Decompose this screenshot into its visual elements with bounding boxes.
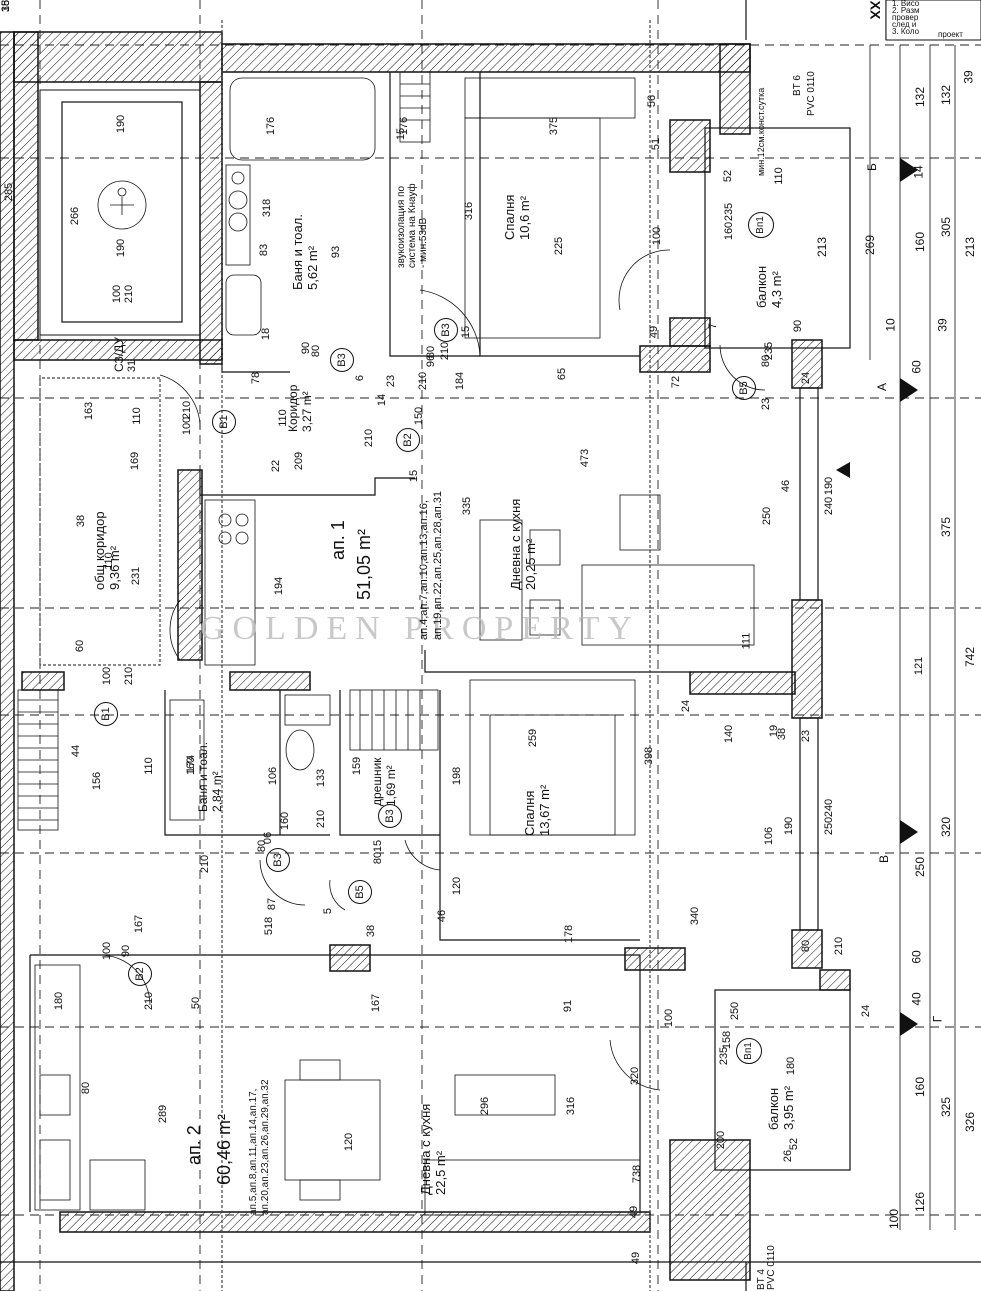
wall-bedroom-top	[689, 671, 796, 695]
facade-pillar-3	[791, 929, 823, 969]
right-dimension-lines	[869, 45, 956, 1230]
facade-pillar-2	[791, 599, 823, 719]
window-1	[799, 387, 819, 601]
axis-arrow-g	[900, 1012, 918, 1036]
door-swings	[99, 249, 766, 1091]
left-wall	[0, 31, 15, 1291]
common-corridor-boundary	[39, 377, 161, 666]
wall-apt1-left	[177, 469, 203, 661]
elevator-wall-top	[13, 31, 223, 83]
mid-wall-stub	[639, 345, 711, 373]
elevator-shaft	[39, 89, 201, 336]
balcony-1	[704, 127, 851, 349]
top-exterior-wall	[221, 43, 751, 73]
axis-arrow-small-1	[836, 462, 850, 478]
furniture	[34, 77, 755, 1216]
elevator-wall-bottom	[13, 339, 223, 361]
elevator-car	[61, 101, 183, 323]
axis-arrow-a	[900, 378, 918, 402]
axis-arrow-b	[900, 158, 918, 182]
wall-block-2	[624, 947, 686, 971]
notes-box	[885, 0, 981, 41]
wall-kitchen-bottom	[229, 671, 311, 691]
top-right-wall	[719, 43, 751, 135]
wheelchair-icon	[97, 180, 147, 230]
balcony2-top-wall	[819, 969, 851, 991]
bottom-right-wall	[669, 1139, 751, 1281]
wall-block-1	[329, 944, 371, 972]
stairs	[17, 71, 439, 831]
corridor-wall	[21, 671, 65, 691]
facade-pillar-1	[791, 339, 823, 389]
balcony-pillar-top	[669, 119, 711, 173]
window-2	[799, 717, 819, 931]
axis-arrow-v	[900, 820, 918, 844]
balcony-pillar-mid	[669, 317, 711, 347]
elevator-wall-right	[199, 81, 223, 365]
balcony-2	[714, 989, 851, 1171]
